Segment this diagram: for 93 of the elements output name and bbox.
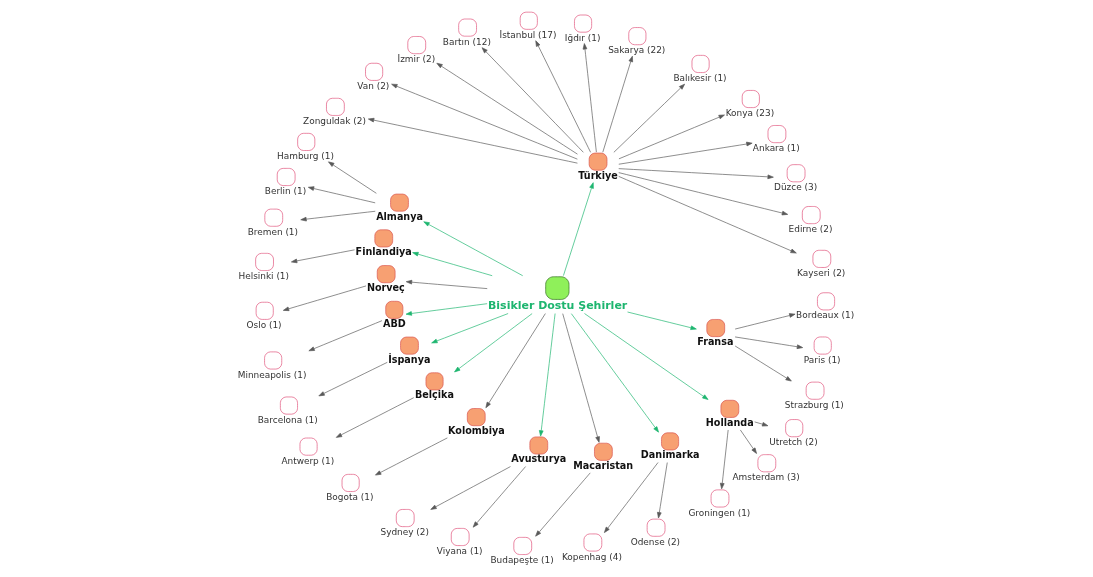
arrow [368, 117, 578, 164]
node-label: Bordeaux (1) [796, 310, 855, 321]
arrow [657, 462, 668, 519]
node-label: Oslo (1) [246, 319, 282, 330]
node-label: İspanya [388, 353, 431, 365]
arrow [481, 47, 584, 153]
node-label: Bisikler Dostu Şehirler [487, 298, 628, 312]
arrow [423, 221, 524, 277]
arrow [604, 462, 659, 533]
node-label: Budapeşte (1) [490, 555, 554, 566]
arrow [734, 313, 796, 330]
arrow [618, 176, 797, 254]
arrow [430, 466, 511, 510]
arrow [485, 313, 546, 409]
arrow [436, 62, 578, 155]
arrow [307, 186, 376, 204]
arrow [754, 421, 769, 427]
node-label: Macaristan [573, 459, 634, 471]
node-label: Düzce (3) [774, 182, 818, 193]
node-label: Antwerp (1) [281, 455, 335, 466]
arrow [375, 437, 448, 476]
node-label: Kopenhag (4) [561, 551, 622, 562]
arrow [538, 313, 556, 437]
node-label: Groningen (1) [688, 507, 751, 518]
arrow [584, 313, 709, 400]
node-label: Zonguldak (2) [303, 115, 366, 126]
arrow [431, 313, 509, 344]
arrow [571, 313, 659, 433]
node-label: Sakarya (22) [608, 45, 666, 56]
node-label: Odense (2) [630, 536, 681, 547]
node-label: Bartın (12) [442, 36, 491, 47]
node-label: Strazburg (1) [784, 399, 844, 410]
node-label: Bogota (1) [326, 492, 374, 503]
node-label: Bremen (1) [247, 226, 299, 237]
arrow [391, 83, 578, 160]
node-label: Ankara (1) [752, 143, 800, 154]
arrow [335, 397, 415, 438]
node-label: Konya (23) [725, 108, 775, 119]
arrow [734, 336, 804, 349]
node-label: Viyana (1) [436, 546, 483, 557]
node-label: Avusturya [511, 453, 567, 465]
arrow [318, 362, 388, 397]
arrow [740, 429, 757, 454]
node-label: Edirne (2) [788, 224, 833, 235]
arrow [412, 251, 493, 277]
arrow [300, 210, 376, 222]
node-label: Paris (1) [803, 354, 841, 365]
arrow [582, 43, 597, 153]
node-label: Helsinki (1) [238, 271, 290, 282]
node-label: İzmir (2) [397, 54, 436, 65]
node-label: Belçika [414, 389, 454, 401]
node-label: ABD [382, 317, 406, 329]
arrow [282, 285, 367, 311]
arrow [618, 168, 774, 180]
arrow [720, 429, 729, 490]
node-label: Kolombiya [448, 425, 505, 437]
arrow [563, 182, 594, 276]
arrow [472, 466, 526, 528]
node-label: Finlandiya [355, 246, 412, 258]
arrow [535, 40, 591, 153]
node-label: Barcelona (1) [257, 414, 318, 425]
arrow [618, 172, 789, 216]
node-label: Danimarka [640, 449, 700, 461]
node-label: Hollanda [705, 416, 754, 428]
arrow [308, 320, 383, 352]
arrow [627, 311, 697, 330]
node-label: Balıkesir (1) [673, 73, 727, 84]
node-label: Sydney (2) [380, 527, 429, 538]
node-label: Türkiye [578, 169, 618, 181]
node-label: Kayseri (2) [797, 267, 846, 278]
arrow [618, 114, 725, 160]
node-label: Amsterdam (3) [732, 472, 800, 483]
arrow [562, 313, 600, 443]
arrow [405, 303, 488, 316]
arrow [613, 83, 685, 153]
node-label: Van (2) [357, 80, 390, 91]
arrow [454, 313, 533, 373]
arrow [602, 55, 633, 153]
arrow [734, 345, 792, 382]
arrow [328, 161, 377, 194]
node-label: Utretch (2) [769, 437, 818, 448]
node-label: Norveç [366, 282, 405, 294]
arrow [405, 279, 488, 289]
node-label: İstanbul (17) [499, 29, 557, 40]
arrow [291, 249, 355, 264]
node-label: Iğdır (1) [564, 32, 601, 43]
node-label: Minneapolis (1) [237, 369, 307, 380]
node-label: Fransa [697, 336, 734, 348]
arrow [618, 141, 753, 165]
node-label: Berlin (1) [264, 186, 307, 197]
arrow [535, 472, 591, 537]
node-label: Hamburg (1) [277, 151, 334, 162]
node-label: Almanya [376, 210, 423, 222]
